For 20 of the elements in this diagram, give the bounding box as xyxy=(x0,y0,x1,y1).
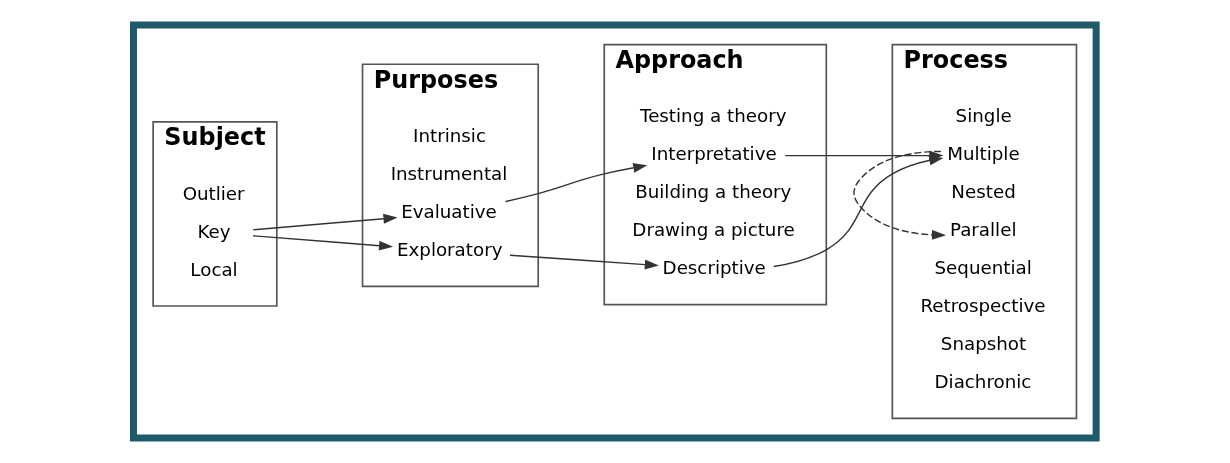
node-text: Drawing a picture xyxy=(631,219,795,241)
node-text: Multiple xyxy=(946,143,1020,165)
node-text: Sequential xyxy=(934,257,1032,279)
node-text: Intrinsic xyxy=(412,125,486,147)
node-text: Interpretative xyxy=(650,143,777,165)
node-text: Instrumental xyxy=(390,163,507,185)
node-text: Single xyxy=(955,105,1012,127)
node-text: Evaluative xyxy=(400,201,497,223)
node-text: Building a theory xyxy=(634,181,791,203)
node-text: Snapshot xyxy=(940,333,1026,355)
node-text: Key xyxy=(196,220,230,242)
node-text: Parallel xyxy=(949,219,1016,241)
node-text: Exploratory xyxy=(396,238,502,260)
node-text: Outlier xyxy=(182,182,245,204)
node-text: Retrospective xyxy=(919,295,1046,317)
node-text: Testing a theory xyxy=(639,105,786,127)
node-text: Diachronic xyxy=(934,371,1031,393)
node-text: Local xyxy=(189,258,238,280)
node-text: Descriptive xyxy=(662,257,766,279)
node-text: Nested xyxy=(950,181,1016,203)
